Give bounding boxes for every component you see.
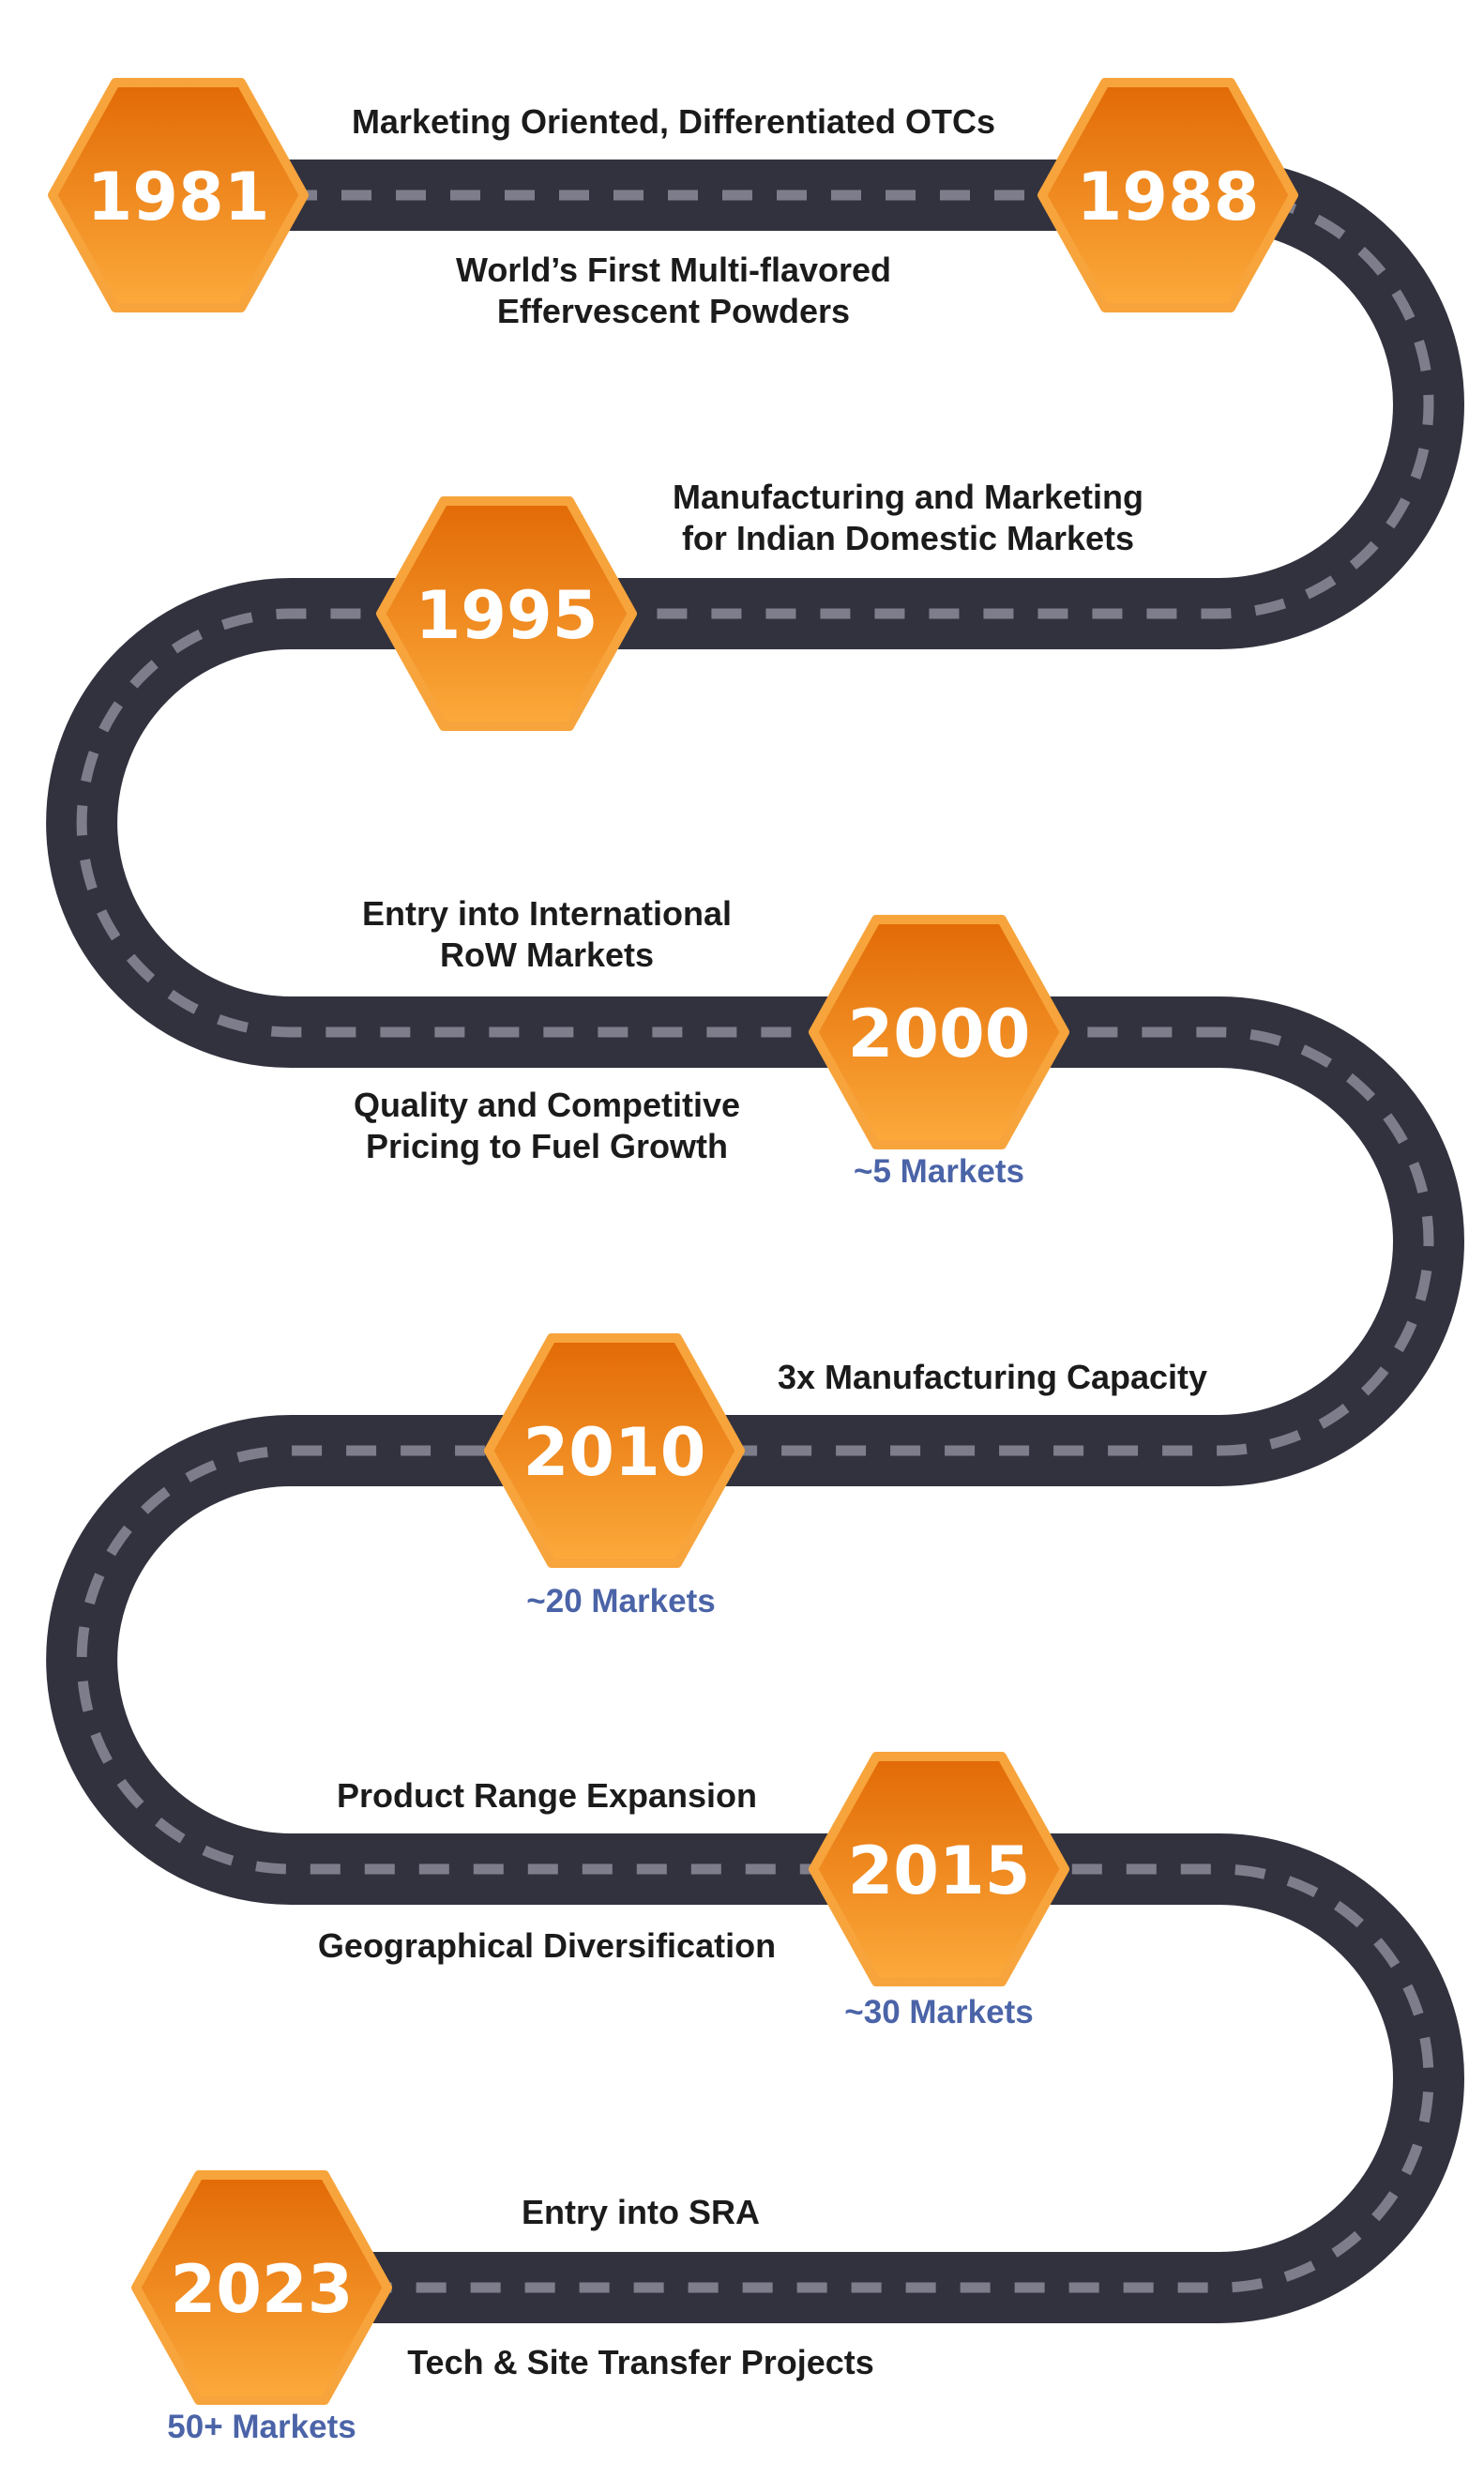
caption-2015-above: Product Range Expansion (336, 1776, 758, 1815)
markets-2015: ~30 Markets (844, 1994, 1034, 2030)
milestone-1995: 1995 (376, 496, 637, 731)
markets-2000: ~5 Markets (854, 1153, 1024, 1190)
caption-1981-below: World’s First Multi-flavored Effervescen… (455, 251, 892, 330)
year-label-2023: 2023 (171, 2251, 354, 2328)
caption-2000-below: Quality and Competitive Pricing to Fuel … (353, 1086, 741, 1165)
caption-2023-above: Entry into SRA (521, 2193, 761, 2231)
caption-1981: Marketing Oriented, Differentiated OTCs (351, 102, 996, 141)
milestone-2023: 2023 (131, 2170, 392, 2405)
hexagon-badge (809, 915, 1069, 1149)
caption-2023-below: Tech & Site Transfer Projects (407, 2343, 874, 2381)
milestone-1981: 1981 (48, 78, 309, 312)
milestone-1988: 1988 (1037, 78, 1298, 312)
caption-2015-below: Geographical Diversification (317, 1926, 777, 1965)
year-label-1995: 1995 (416, 577, 598, 654)
year-label-2000: 2000 (848, 996, 1031, 1072)
hexagon-badge (484, 1333, 745, 1568)
year-label-2010: 2010 (523, 1414, 706, 1491)
road-lane-markings (76, 190, 1434, 2293)
hexagon-badge (809, 1752, 1069, 1986)
caption-2010: 3x Manufacturing Capacity (777, 1358, 1208, 1396)
year-label-1988: 1988 (1077, 159, 1260, 236)
caption-2000-above: Entry into International RoW Markets (361, 894, 733, 974)
year-label-1981: 1981 (87, 159, 270, 236)
hexagon-badge (48, 78, 309, 312)
hexagon-badge (1037, 78, 1298, 312)
hexagon-badge (376, 496, 637, 731)
hexagon-badge (131, 2170, 392, 2405)
milestone-2000: 2000 (809, 915, 1069, 1149)
milestone-2015: 2015 (809, 1752, 1069, 1986)
year-label-2015: 2015 (848, 1833, 1031, 1909)
markets-2010: ~20 Markets (526, 1583, 716, 1620)
markets-2023: 50+ Markets (167, 2409, 356, 2445)
caption-1995: Manufacturing and Marketing for Indian D… (672, 478, 1144, 557)
milestone-2010: 2010 (484, 1333, 745, 1568)
